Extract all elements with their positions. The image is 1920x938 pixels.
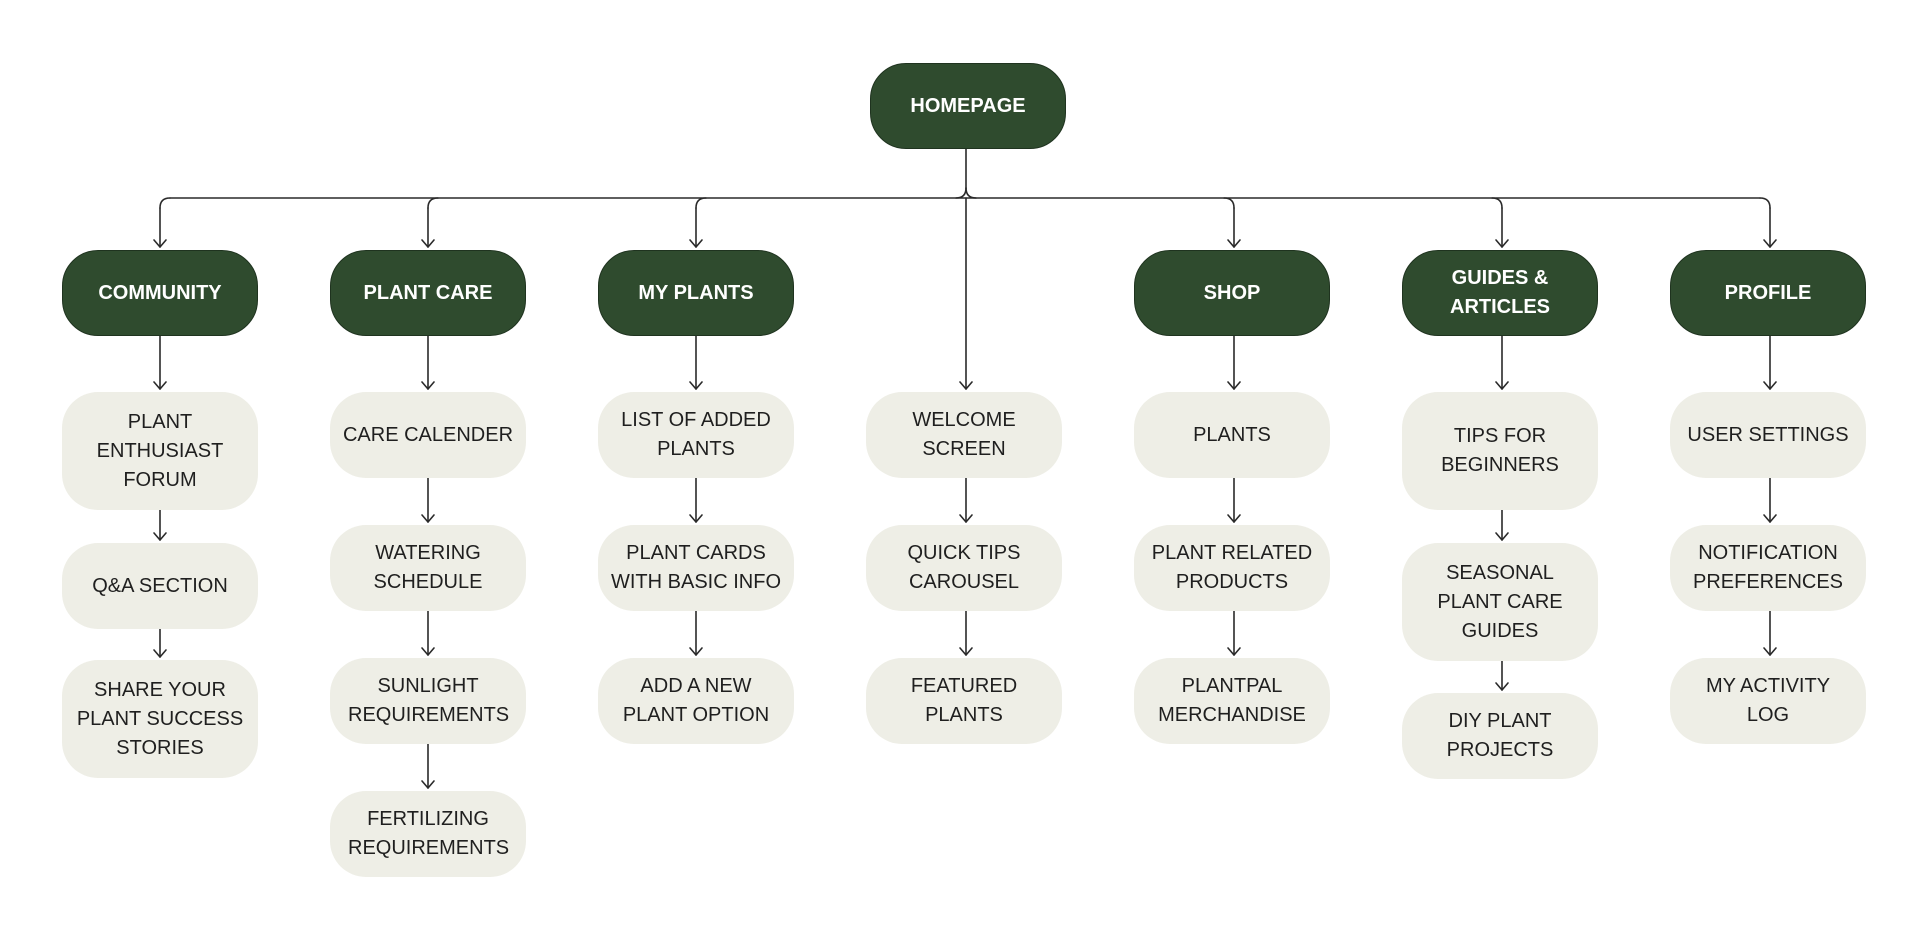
watering-schedule-node: WATERING SCHEDULE: [330, 525, 526, 611]
corner-plant-care: [427, 197, 439, 209]
list-of-added-plants-node: LIST OF ADDED PLANTS: [598, 392, 794, 478]
guides-articles-arrow-0-arrowhead: [1495, 381, 1509, 390]
guides-articles-label: GUIDES & ARTICLES: [1450, 267, 1550, 318]
community-label: COMMUNITY: [98, 281, 222, 304]
my-plants-arrow-1-arrowhead: [689, 514, 703, 523]
share-success-stories-node: SHARE YOUR PLANT SUCCESS STORIES: [62, 660, 258, 778]
plants-label: PLANTS: [1193, 423, 1271, 446]
shop-arrow-2-arrowhead: [1227, 647, 1241, 656]
add-new-plant-node: ADD A NEW PLANT OPTION: [598, 658, 794, 744]
diy-plant-projects-label: DIY PLANT PROJECTS: [1446, 710, 1554, 761]
homepage-content-arrow-0-arrowhead: [959, 514, 973, 523]
my-plants-node: MY PLANTS: [598, 250, 794, 336]
shop-arrow-0-arrowhead: [1227, 381, 1241, 390]
my-plants-arrow-2-arrowhead: [689, 647, 703, 656]
homepage-node: HOMEPAGE: [870, 63, 1066, 149]
profile-node: PROFILE: [1670, 250, 1866, 336]
shop-node: SHOP: [1134, 250, 1330, 336]
profile-arrow-2-arrowhead: [1763, 647, 1777, 656]
root-junction-left: [955, 187, 967, 199]
shop-arrow-1-arrowhead: [1227, 514, 1241, 523]
seasonal-plant-care-guides-node: SEASONAL PLANT CARE GUIDES: [1402, 543, 1598, 661]
quick-tips-carousel-label: QUICK TIPS CAROUSEL: [907, 542, 1021, 593]
care-calender-node: CARE CALENDER: [330, 392, 526, 478]
user-settings-label: USER SETTINGS: [1687, 423, 1849, 446]
plant-care-label: PLANT CARE: [363, 281, 493, 304]
profile-arrow-0-arrowhead: [1763, 381, 1777, 390]
community-arrow-1-arrowhead: [153, 532, 167, 541]
qa-section-label: Q&A SECTION: [92, 574, 228, 597]
sunlight-requirements-node: SUNLIGHT REQUIREMENTS: [330, 658, 526, 744]
drop-plant-care-arrowhead: [421, 239, 435, 248]
plants-node: PLANTS: [1134, 392, 1330, 478]
drop-community-arrowhead: [153, 239, 167, 248]
root-junction-right: [965, 187, 977, 199]
community-arrow-0-arrowhead: [153, 381, 167, 390]
my-activity-log-node: MY ACTIVITY LOG: [1670, 658, 1866, 744]
drop-guides-articles-arrowhead: [1495, 239, 1509, 248]
seasonal-plant-care-guides-label: SEASONAL PLANT CARE GUIDES: [1437, 561, 1563, 642]
plant-cards-node: PLANT CARDS WITH BASIC INFO: [598, 525, 794, 611]
drop-shop-arrowhead: [1227, 239, 1241, 248]
fertilizing-requirements-node: FERTILIZING REQUIREMENTS: [330, 791, 526, 877]
plant-related-products-label: PLANT RELATED PRODUCTS: [1151, 542, 1313, 593]
drop-my-plants-arrowhead: [689, 239, 703, 248]
tips-for-beginners-label: TIPS FOR BEGINNERS: [1441, 425, 1559, 476]
community-arrow-2-arrowhead: [153, 649, 167, 658]
user-settings-node: USER SETTINGS: [1670, 392, 1866, 478]
my-plants-label: MY PLANTS: [638, 281, 754, 304]
corner-guides-articles: [1491, 197, 1503, 209]
guides-articles-node: GUIDES & ARTICLES: [1402, 250, 1598, 336]
add-new-plant-label: ADD A NEW PLANT OPTION: [622, 675, 770, 726]
featured-plants-label: FEATURED PLANTS: [910, 675, 1018, 726]
guides-articles-arrow-2-arrowhead: [1495, 682, 1509, 691]
tips-for-beginners-node: TIPS FOR BEGINNERS: [1402, 392, 1598, 510]
plant-enthusiast-forum-label: PLANT ENTHUSIAST FORUM: [96, 410, 224, 491]
plant-related-products-node: PLANT RELATED PRODUCTS: [1134, 525, 1330, 611]
my-plants-arrow-0-arrowhead: [689, 381, 703, 390]
profile-arrow-1-arrowhead: [1763, 514, 1777, 523]
corner-my-plants: [695, 197, 707, 209]
featured-plants-node: FEATURED PLANTS: [866, 658, 1062, 744]
notification-preferences-label: NOTIFICATION PREFERENCES: [1692, 542, 1844, 593]
quick-tips-carousel-node: QUICK TIPS CAROUSEL: [866, 525, 1062, 611]
diy-plant-projects-node: DIY PLANT PROJECTS: [1402, 693, 1598, 779]
my-activity-log-label: MY ACTIVITY LOG: [1705, 675, 1831, 726]
drop-homepage-content-arrowhead: [959, 381, 973, 390]
sunlight-requirements-label: SUNLIGHT REQUIREMENTS: [348, 675, 510, 726]
plant-care-arrow-2-arrowhead: [421, 647, 435, 656]
drop-profile-arrowhead: [1763, 239, 1777, 248]
homepage-label: HOMEPAGE: [910, 94, 1026, 117]
watering-schedule-label: WATERING SCHEDULE: [373, 542, 483, 593]
notification-preferences-node: NOTIFICATION PREFERENCES: [1670, 525, 1866, 611]
qa-section-node: Q&A SECTION: [62, 543, 258, 629]
plantpal-merchandise-node: PLANTPAL MERCHANDISE: [1134, 658, 1330, 744]
corner-shop: [1223, 197, 1235, 209]
plant-cards-label: PLANT CARDS WITH BASIC INFO: [611, 542, 781, 593]
plantpal-merchandise-label: PLANTPAL MERCHANDISE: [1158, 675, 1306, 726]
fertilizing-requirements-label: FERTILIZING REQUIREMENTS: [348, 808, 510, 859]
welcome-screen-node: WELCOME SCREEN: [866, 392, 1062, 478]
care-calender-label: CARE CALENDER: [342, 423, 514, 446]
homepage-content-arrow-1-arrowhead: [959, 647, 973, 656]
corner-community: [159, 197, 171, 209]
plant-care-arrow-1-arrowhead: [421, 514, 435, 523]
profile-label: PROFILE: [1724, 281, 1812, 304]
community-node: COMMUNITY: [62, 250, 258, 336]
list-of-added-plants-label: LIST OF ADDED PLANTS: [621, 409, 771, 460]
welcome-screen-label: WELCOME SCREEN: [912, 409, 1016, 460]
plant-care-arrow-3-arrowhead: [421, 780, 435, 789]
shop-label: SHOP: [1203, 281, 1261, 304]
plant-enthusiast-forum-node: PLANT ENTHUSIAST FORUM: [62, 392, 258, 510]
plant-care-arrow-0-arrowhead: [421, 381, 435, 390]
plant-care-node: PLANT CARE: [330, 250, 526, 336]
share-success-stories-label: SHARE YOUR PLANT SUCCESS STORIES: [76, 678, 244, 759]
corner-profile: [1759, 197, 1771, 209]
guides-articles-arrow-1-arrowhead: [1495, 532, 1509, 541]
